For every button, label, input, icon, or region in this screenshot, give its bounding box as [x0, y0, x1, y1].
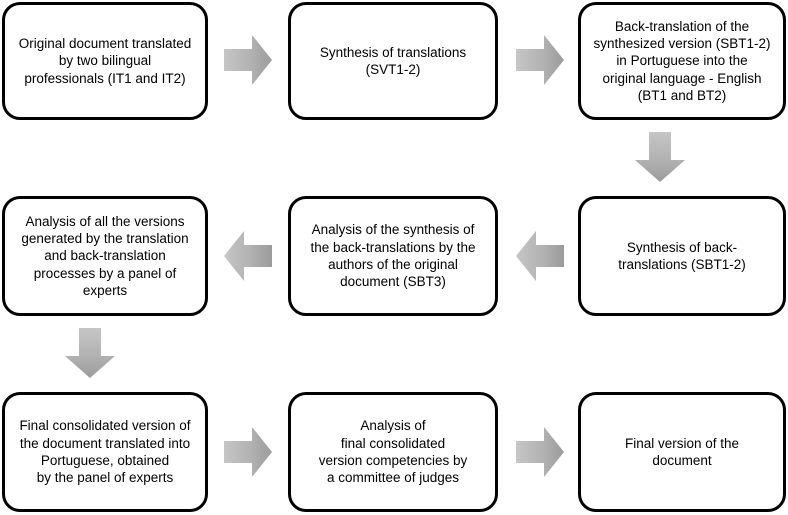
- arrow-down-icon: [632, 130, 688, 184]
- flow-node-label: Final consolidated version of the docume…: [19, 418, 191, 486]
- flow-node-label: Analysis of the synthesis of the back-tr…: [310, 222, 476, 290]
- arrow-right-icon: [222, 424, 274, 480]
- arrow-down-icon: [62, 326, 118, 380]
- flow-node-final-document[interactable]: Final version of the document: [578, 392, 786, 512]
- arrow-right-icon: [222, 32, 274, 88]
- arrow-right-icon: [514, 32, 566, 88]
- flow-node-original-translation[interactable]: Original document translated by two bili…: [2, 2, 208, 120]
- flow-node-label: Synthesis of back- translations (SBT1-2): [618, 239, 746, 272]
- flow-node-expert-panel-analysis[interactable]: Analysis of all the versions generated b…: [2, 196, 208, 316]
- flow-node-label: Analysis of all the versions generated b…: [21, 213, 189, 298]
- flow-node-synthesis-of-back-translations[interactable]: Synthesis of back- translations (SBT1-2): [578, 196, 786, 316]
- flow-node-label: Final version of the document: [624, 435, 740, 468]
- arrow-left-icon: [222, 228, 274, 284]
- flow-node-label: Synthesis of translations (SVT1-2): [319, 44, 467, 77]
- flow-node-final-consolidated-version[interactable]: Final consolidated version of the docume…: [2, 392, 208, 512]
- arrow-left-icon: [514, 228, 566, 284]
- flow-node-label: Original document translated by two bili…: [18, 36, 192, 86]
- flow-node-label: Back-translation of the synthesized vers…: [593, 18, 771, 103]
- flow-node-synthesis-of-translations[interactable]: Synthesis of translations (SVT1-2): [288, 2, 498, 120]
- arrow-right-icon: [514, 424, 566, 480]
- flow-node-back-translation[interactable]: Back-translation of the synthesized vers…: [578, 2, 786, 120]
- flow-node-authors-analysis[interactable]: Analysis of the synthesis of the back-tr…: [288, 196, 498, 316]
- flow-node-committee-of-judges-analysis[interactable]: Analysis of final consolidated version c…: [288, 392, 498, 512]
- flow-node-label: Analysis of final consolidated version c…: [318, 418, 468, 486]
